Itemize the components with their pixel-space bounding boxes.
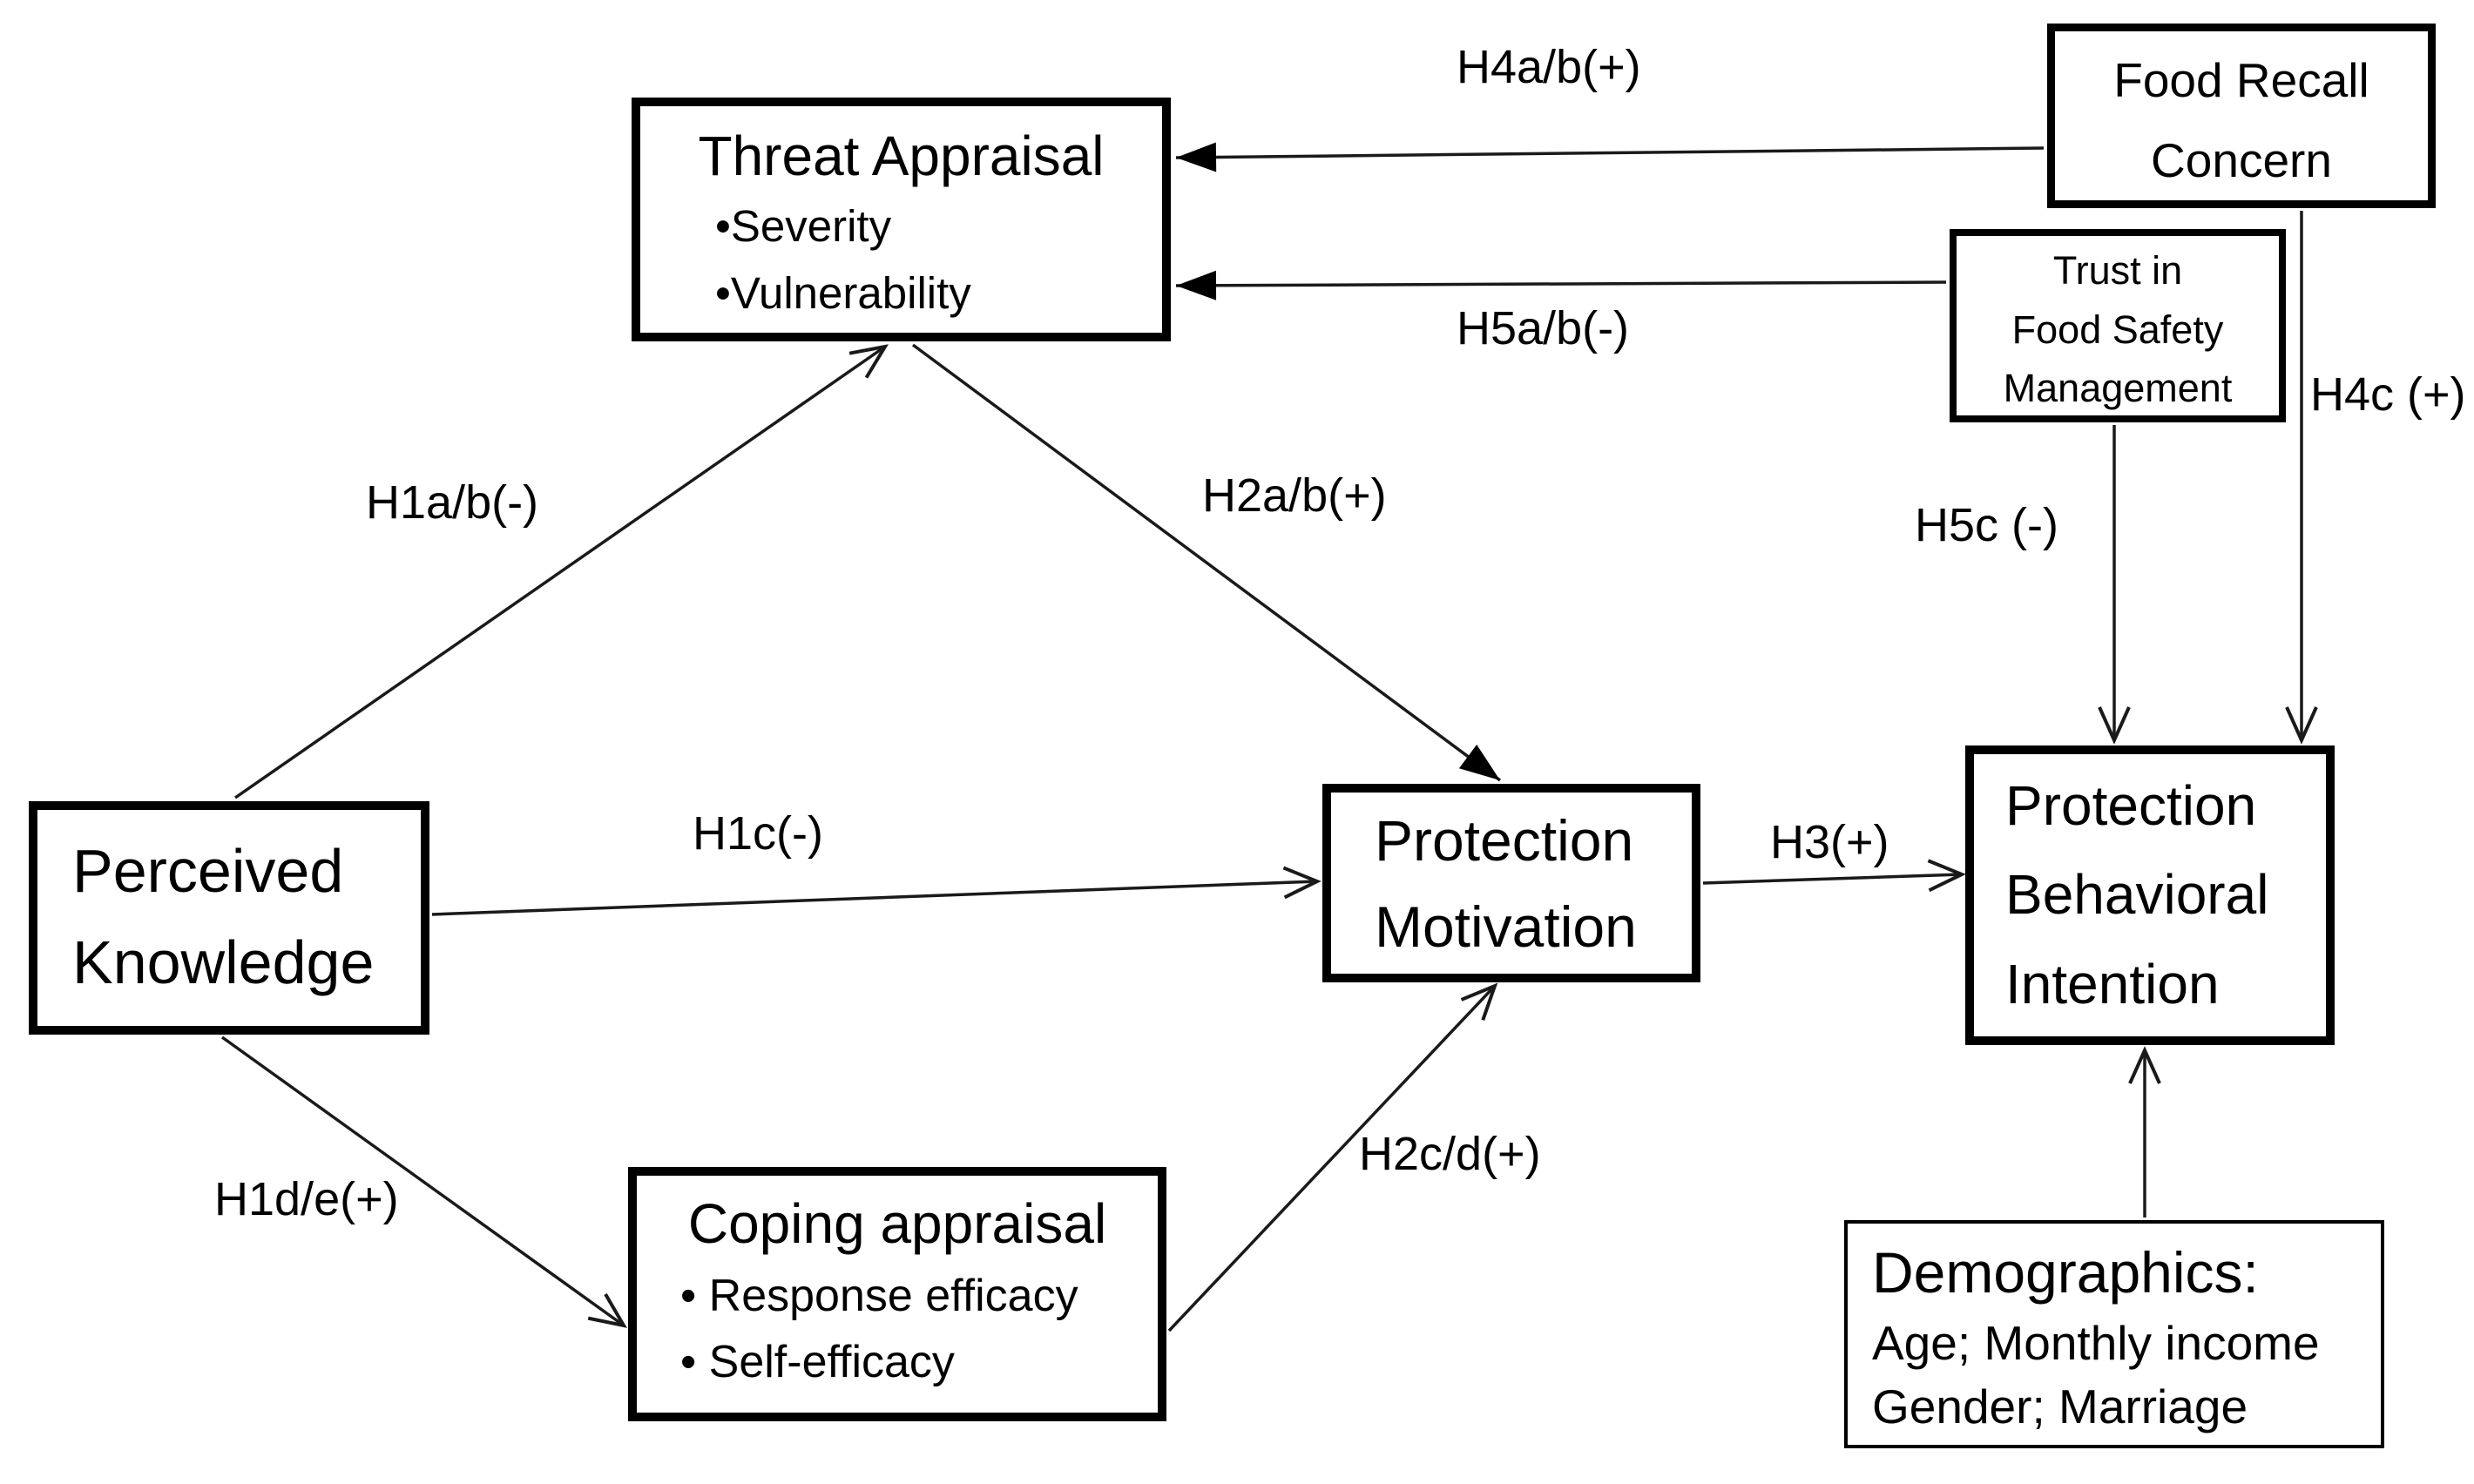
trust-title-line: Management xyxy=(2003,366,2233,410)
edge-label-h3: H3(+) xyxy=(1770,816,1889,868)
coping-appraisal-title: Coping appraisal xyxy=(687,1192,1107,1255)
food-recall-title-line: Concern xyxy=(2151,133,2332,188)
edge-label-h1ab: H1a/b(-) xyxy=(366,476,539,529)
edge-label-h4c: H4c (+) xyxy=(2310,368,2466,421)
arrow-h5ab xyxy=(1175,270,1947,300)
edge-label-h1c: H1c(-) xyxy=(693,807,823,860)
demographics-line: Age; Monthly income xyxy=(1872,1316,2320,1371)
arrow-h4ab xyxy=(1175,142,2045,172)
node-threat-appraisal: Threat Appraisal •Severity •Vulnerabilit… xyxy=(632,98,1171,341)
threat-appraisal-title: Threat Appraisal xyxy=(698,125,1105,187)
node-coping-appraisal: Coping appraisal • Response efficacy • S… xyxy=(628,1167,1166,1421)
pbi-title-line: Protection xyxy=(2005,774,2257,837)
perceived-knowledge-title-line: Perceived xyxy=(72,837,344,905)
edge-label-h2ab: H2a/b(+) xyxy=(1202,469,1387,522)
edge-label-h4ab: H4a/b(+) xyxy=(1457,41,1641,93)
arrow-h3 xyxy=(1702,859,1966,893)
edge-label-h2cd: H2c/d(+) xyxy=(1359,1128,1541,1180)
node-protection-behavioral-intention: Protection Behavioral Intention xyxy=(1965,745,2335,1045)
arrow-h1c xyxy=(431,866,1321,916)
node-protection-motivation: Protection Motivation xyxy=(1322,784,1700,982)
arrow-h1ab xyxy=(234,344,889,799)
protection-motivation-title-line: Protection xyxy=(1375,808,1634,873)
coping-bullet-self-efficacy: • Self-efficacy xyxy=(680,1336,955,1387)
protection-motivation-title-line: Motivation xyxy=(1375,894,1637,959)
trust-title-line: Trust in xyxy=(2052,248,2183,293)
edge-label-h1de: H1d/e(+) xyxy=(214,1173,399,1225)
pbi-title-line: Intention xyxy=(2005,952,2220,1015)
threat-appraisal-bullet-severity: •Severity xyxy=(715,201,892,252)
pbi-title-line: Behavioral xyxy=(2005,863,2269,927)
coping-bullet-response-efficacy: • Response efficacy xyxy=(680,1270,1078,1321)
demographics-title: Demographics: xyxy=(1872,1240,2259,1305)
food-recall-title-line: Food Recall xyxy=(2113,53,2369,107)
node-trust-food-safety-management: Trust in Food Safety Management xyxy=(1950,229,2286,422)
edge-label-h5ab: H5a/b(-) xyxy=(1457,302,1630,354)
node-demographics: Demographics: Age; Monthly income Gender… xyxy=(1844,1220,2384,1448)
node-perceived-knowledge: Perceived Knowledge xyxy=(29,801,429,1035)
threat-appraisal-bullet-vulnerability: •Vulnerability xyxy=(715,267,971,318)
edge-label-h5c: H5c (-) xyxy=(1915,499,2058,551)
demographics-line: Gender; Marriage xyxy=(1872,1379,2248,1434)
arrow-h2ab xyxy=(911,343,1502,782)
trust-title-line: Food Safety xyxy=(2011,307,2224,352)
node-food-recall-concern: Food Recall Concern xyxy=(2047,24,2436,208)
perceived-knowledge-title-line: Knowledge xyxy=(72,928,375,996)
